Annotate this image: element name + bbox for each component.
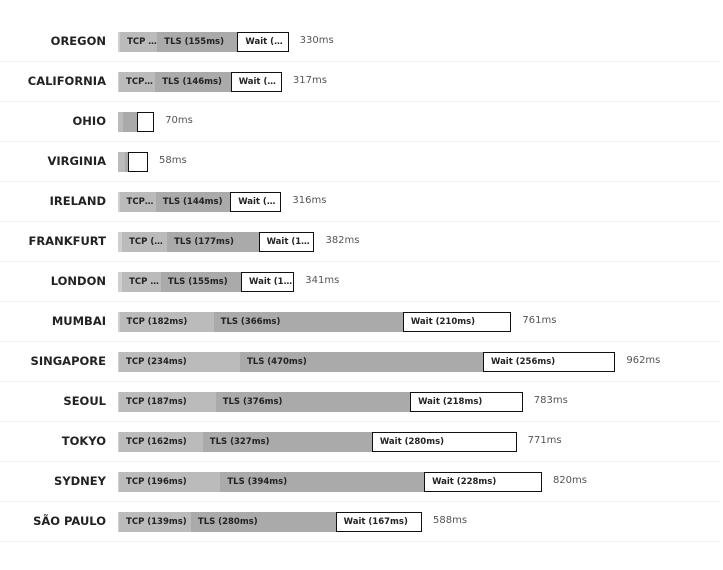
total-time-label: 58ms xyxy=(158,155,187,166)
chart-row: IRELAND TCP (70ms)TLS (144ms)Wait (99ms) 3… xyxy=(0,182,720,222)
wait-segment: Wait (210ms) xyxy=(402,312,512,332)
location-label: CALIFORNIA xyxy=(27,74,106,88)
wait-segment: Wait (218ms) xyxy=(410,392,523,412)
dns-segment xyxy=(118,432,120,452)
tls-segment: TLS (327ms) xyxy=(202,432,372,452)
tls-segment: TLS (155ms) xyxy=(160,272,242,292)
chart-row: CALIFORNIA TCP (70ms)TLS (146ms)Wait (99m… xyxy=(0,62,720,102)
chart-row: SÃO PAULO TCP (139ms)TLS (280ms)Wait (167… xyxy=(0,502,720,542)
wait-segment: Wait (108ms) xyxy=(258,232,315,252)
total-time-label: 70ms xyxy=(165,115,193,126)
tcp-segment: TCP (70ms) xyxy=(119,72,156,92)
tls-segment: TLS (146ms) xyxy=(155,72,231,92)
tcp-segment: TCP (196ms) xyxy=(119,472,221,492)
total-time-label: 761ms xyxy=(522,315,557,326)
tls-segment xyxy=(125,152,128,172)
dns-segment xyxy=(118,192,120,212)
chart-row: SINGAPORE TCP (234ms)TLS (470ms)Wait (256… xyxy=(0,342,720,382)
total-time-label: 316ms xyxy=(292,195,327,206)
total-time-label: 962ms xyxy=(626,355,661,366)
wait-segment: Wait (103ms) xyxy=(241,272,295,292)
tcp-segment: TCP (75ms) xyxy=(122,272,161,292)
wait-segment xyxy=(137,112,155,132)
tcp-segment xyxy=(118,112,124,132)
tls-segment: TLS (376ms) xyxy=(215,392,411,412)
total-time-label: 588ms xyxy=(432,515,468,526)
tls-segment: TLS (280ms) xyxy=(190,512,336,532)
tcp-segment: TCP (182ms) xyxy=(119,312,214,332)
total-time-label: 341ms xyxy=(305,275,340,286)
location-label: VIRGINIA xyxy=(47,154,106,168)
total-time-label: 330ms xyxy=(299,35,334,46)
total-time-label: 317ms xyxy=(292,75,327,86)
tcp-segment: TCP (87ms) xyxy=(122,232,168,252)
location-label: SINGAPORE xyxy=(30,354,106,368)
tcp-segment: TCP (234ms) xyxy=(119,352,240,372)
wait-segment: Wait (256ms) xyxy=(483,352,616,372)
chart-row: MUMBAI TCP (182ms)TLS (366ms)Wait (210ms)… xyxy=(0,302,720,342)
tcp-segment: TCP (70ms) xyxy=(119,192,156,212)
total-time-label: 783ms xyxy=(533,395,568,406)
chart-row: OHIO 70ms xyxy=(0,102,720,142)
chart-row: SYDNEY TCP (196ms)TLS (394ms)Wait (228ms)… xyxy=(0,462,720,502)
dns-segment xyxy=(118,272,123,292)
dns-segment xyxy=(118,472,120,492)
dns-segment xyxy=(118,232,123,252)
dns-segment xyxy=(118,392,120,412)
wait-segment: Wait (228ms) xyxy=(424,472,542,492)
location-label: SEOUL xyxy=(63,394,106,408)
tcp-segment xyxy=(118,152,126,172)
tls-segment xyxy=(123,112,138,132)
location-label: OHIO xyxy=(72,114,106,128)
location-label: OREGON xyxy=(50,34,106,48)
tcp-segment: TCP (72ms) xyxy=(120,32,158,52)
wait-segment: Wait (167ms) xyxy=(335,512,422,532)
total-time-label: 382ms xyxy=(325,235,360,246)
wait-segment: Wait (99ms) xyxy=(230,72,282,92)
chart-row: TOKYO TCP (162ms)TLS (327ms)Wait (280ms) 7… xyxy=(0,422,720,462)
location-label: LONDON xyxy=(50,274,106,288)
total-time-label: 771ms xyxy=(527,435,562,446)
tcp-segment: TCP (162ms) xyxy=(119,432,203,452)
tls-segment: TLS (470ms) xyxy=(240,352,483,372)
location-label: TOKYO xyxy=(61,434,106,448)
wait-segment: Wait (99ms) xyxy=(230,192,282,212)
location-label: SÃO PAULO xyxy=(33,514,106,528)
tls-segment: TLS (366ms) xyxy=(213,312,403,332)
total-time-label: 820ms xyxy=(552,475,587,486)
tls-segment: TLS (177ms) xyxy=(167,232,259,252)
wait-segment: Wait (99ms) xyxy=(237,32,289,52)
dns-segment xyxy=(118,512,120,532)
chart-row: OREGON TCP (72ms)TLS (155ms)Wait (99ms) 33… xyxy=(0,22,720,62)
wait-segment xyxy=(127,152,148,172)
tls-segment: TLS (144ms) xyxy=(155,192,231,212)
wait-segment: Wait (280ms) xyxy=(371,432,517,452)
location-label: IRELAND xyxy=(49,194,106,208)
dns-segment xyxy=(118,312,120,332)
location-label: FRANKFURT xyxy=(28,234,106,248)
dns-segment xyxy=(118,352,120,372)
chart-row: FRANKFURT TCP (87ms)TLS (177ms)Wait (108m… xyxy=(0,222,720,262)
chart-row: SEOUL TCP (187ms)TLS (376ms)Wait (218ms) 7… xyxy=(0,382,720,422)
tls-segment: TLS (155ms) xyxy=(157,32,238,52)
location-label: SYDNEY xyxy=(54,474,106,488)
chart-row: LONDON TCP (75ms)TLS (155ms)Wait (103ms) 3… xyxy=(0,262,720,302)
tcp-segment: TCP (187ms) xyxy=(119,392,216,412)
tcp-segment: TCP (139ms) xyxy=(119,512,191,532)
dns-segment xyxy=(118,32,121,52)
tls-segment: TLS (394ms) xyxy=(220,472,425,492)
chart-row: VIRGINIA 58ms xyxy=(0,142,720,182)
dns-segment xyxy=(118,72,120,92)
location-label: MUMBAI xyxy=(51,314,106,328)
